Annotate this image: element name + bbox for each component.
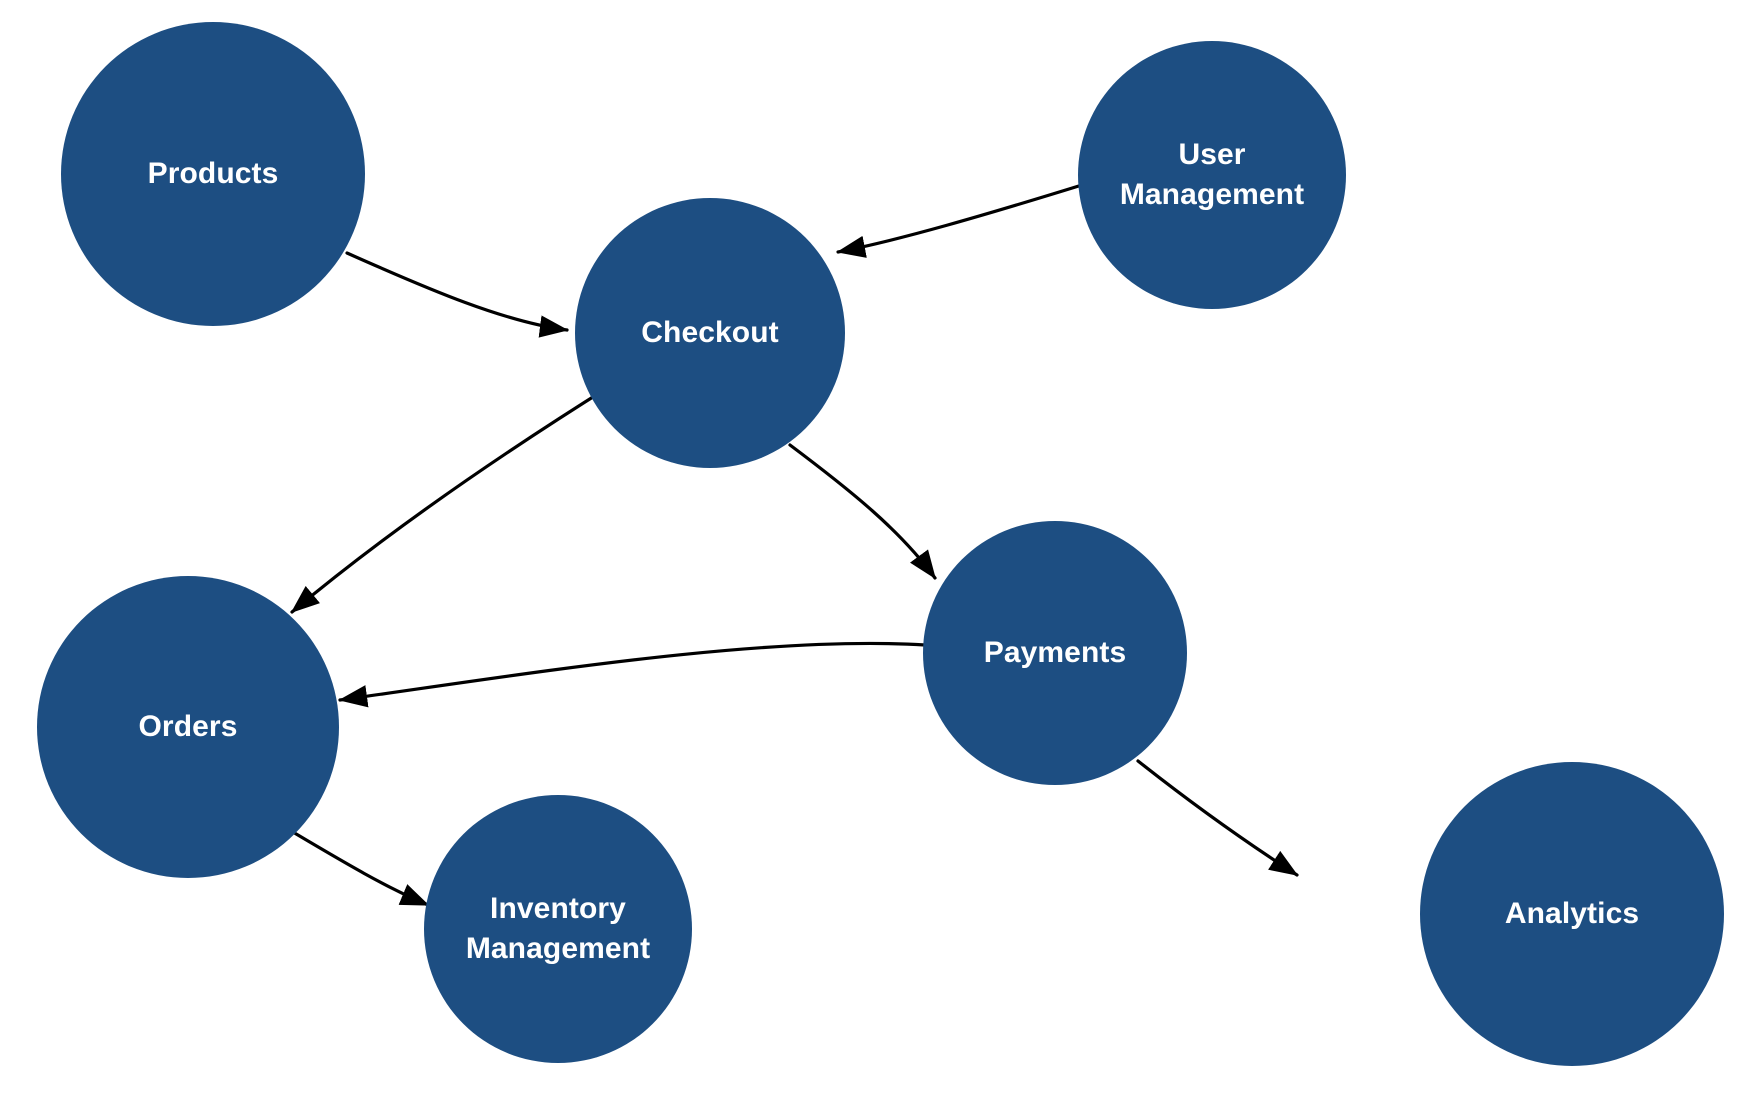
edge-payments-analytics[interactable] (1136, 759, 1299, 877)
node-analytics[interactable]: Analytics (1420, 762, 1724, 1066)
edge-orders-inventory[interactable] (284, 826, 430, 907)
node-label-analytics: Analytics (1504, 897, 1640, 931)
edge-checkout-payments[interactable] (788, 443, 937, 580)
node-label-inventory: Inventory Management (465, 892, 651, 965)
edges-group (284, 183, 1299, 907)
node-inventory[interactable]: Inventory Management (424, 795, 692, 1063)
edge-usermgmt-checkout[interactable] (836, 183, 1084, 258)
node-orders[interactable]: Orders (37, 576, 339, 878)
node-checkout[interactable]: Checkout (575, 198, 845, 468)
node-payments[interactable]: Payments (923, 521, 1187, 785)
node-label-orders: Orders (138, 710, 238, 744)
node-label-payments: Payments (983, 636, 1127, 670)
node-label-checkout: Checkout (641, 316, 779, 350)
edge-checkout-orders[interactable] (290, 383, 614, 614)
edge-payments-orders[interactable] (338, 641, 927, 708)
node-label-user_mgmt: User Management (1119, 138, 1305, 211)
node-user_mgmt[interactable]: User Management (1078, 41, 1346, 309)
node-products[interactable]: Products (61, 22, 365, 326)
edge-products-checkout[interactable] (345, 251, 569, 338)
node-label-products: Products (147, 157, 279, 191)
